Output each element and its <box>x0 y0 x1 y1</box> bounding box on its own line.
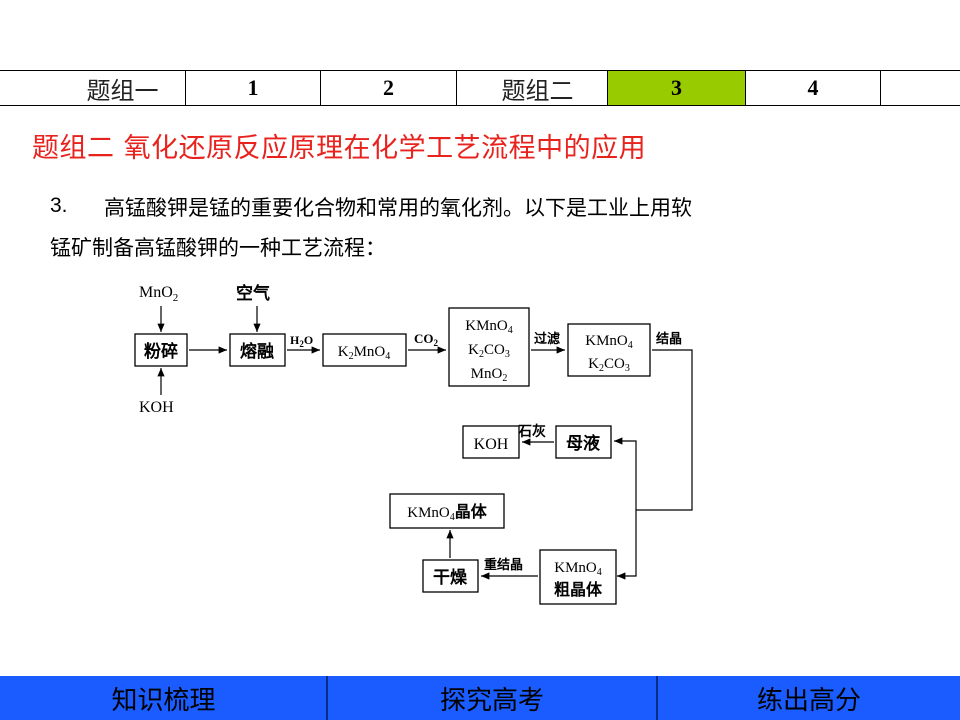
box-mixture <box>448 307 530 387</box>
section-title: 题组二 氧化还原反应原理在化学工艺流程中的应用 <box>32 133 647 164</box>
arrow-to-crude-crystal <box>617 510 637 580</box>
connector-crystallize <box>636 349 693 511</box>
tab-explore-exam[interactable]: 探究高考 <box>439 685 544 716</box>
box-mixture-line-1: KMnO4 <box>465 318 513 336</box>
box-mixture-line-2: K2CO3 <box>468 342 510 360</box>
box-mixture-line-3: MnO2 <box>471 366 508 384</box>
box-grind <box>134 333 188 367</box>
label-filter: 过滤 <box>534 331 560 347</box>
question-line-2: 锰矿制备高锰酸钾的一种工艺流程： <box>50 236 386 260</box>
question-number: 3. <box>50 194 68 217</box>
bottom-divider-1 <box>326 676 328 720</box>
box-kmno4-crystal-label: KMnO4晶体 <box>407 502 488 523</box>
box-dry-label: 干燥 <box>433 568 468 588</box>
box-mother-liquor-label: 母液 <box>566 433 600 454</box>
label-co2: CO2 <box>414 331 439 348</box>
box-filtrate-line-2: K2CO3 <box>588 356 630 374</box>
question-nav: 题组一 1 2 题组二 3 4 <box>0 70 960 106</box>
label-crystallize: 结晶 <box>656 331 682 347</box>
box-filtrate-line-1: KMnO4 <box>585 333 633 351</box>
box-koh-output <box>462 425 520 459</box>
box-crude-crystal <box>539 549 617 605</box>
bottom-divider-2 <box>656 676 658 720</box>
question-line-1: 高锰酸钾是锰的重要化合物和常用的氧化剂。以下是工业上用软 <box>104 196 692 220</box>
label-h2o: H2O <box>290 333 313 349</box>
box-grind-label: 粉碎 <box>144 341 178 362</box>
label-recrystallize: 重结晶 <box>484 557 523 573</box>
box-k2mno4 <box>322 333 407 367</box>
bottom-nav-bar: 知识梳理 探究高考 练出高分 <box>0 676 960 720</box>
box-filtrate <box>567 323 651 377</box>
nav-group-2[interactable]: 题组二 <box>501 76 574 105</box>
box-koh-output-label: KOH <box>474 436 509 453</box>
box-melt-label: 熔融 <box>240 341 274 362</box>
tab-practice-high-score[interactable]: 练出高分 <box>756 685 861 716</box>
box-melt <box>229 333 286 367</box>
nav-question-4[interactable]: 4 <box>745 70 881 106</box>
box-crude-crystal-line-2: 粗晶体 <box>554 580 603 599</box>
arrow-to-mother-liquor <box>614 437 637 510</box>
box-dry <box>422 559 479 593</box>
tab-knowledge-review[interactable]: 知识梳理 <box>111 685 216 716</box>
box-crude-crystal-line-1: KMnO4 <box>554 560 602 578</box>
nav-question-2[interactable]: 2 <box>320 70 457 106</box>
box-mother-liquor <box>555 425 612 459</box>
input-air: 空气 <box>236 283 270 304</box>
box-kmno4-crystal <box>389 493 505 529</box>
input-mno2: MnO2 <box>139 284 178 304</box>
nav-group-1[interactable]: 题组一 <box>86 76 159 105</box>
nav-bottom-rule <box>0 105 960 106</box>
input-koh: KOH <box>139 399 174 416</box>
nav-top-rule <box>0 70 960 71</box>
box-k2mno4-label: K2MnO4 <box>338 344 391 362</box>
label-lime: 石灰 <box>517 423 546 440</box>
